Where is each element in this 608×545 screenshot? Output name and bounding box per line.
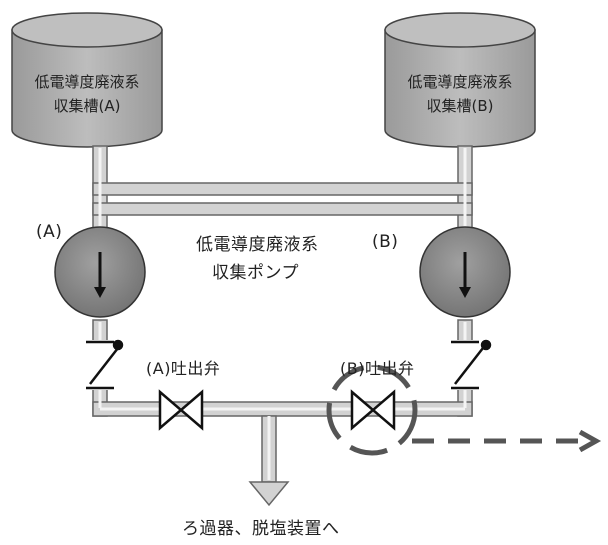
pump-a xyxy=(54,226,146,318)
tank-a-label: 低電導度廃液系 収集槽(A) xyxy=(12,70,162,118)
tank-b-line2: 収集槽(B) xyxy=(426,97,494,115)
destination-arrow xyxy=(248,481,290,507)
valve-a-label: (A)吐出弁 xyxy=(146,359,221,378)
pump-a-label: (A) xyxy=(36,222,63,242)
check-valve-a xyxy=(86,339,124,390)
valve-b-label: (B)吐出弁 xyxy=(340,359,415,378)
tank-a-line1: 低電導度廃液系 xyxy=(34,73,140,91)
pipe-network xyxy=(92,145,473,483)
gate-valve-a xyxy=(158,389,204,431)
pump-title-line1: 低電導度廃液系 xyxy=(196,235,319,255)
tank-b xyxy=(384,12,536,148)
tank-b-label: 低電導度廃液系 収集槽(B) xyxy=(385,70,535,118)
pump-title-line2: 収集ポンプ xyxy=(212,263,299,283)
pump-b xyxy=(419,226,511,318)
valve-b-highlight-circle xyxy=(326,364,418,456)
tank-a-line2: 収集槽(A) xyxy=(53,97,121,115)
tank-b-line1: 低電導度廃液系 xyxy=(407,73,513,91)
destination-label: ろ過器、脱塩装置へ xyxy=(182,519,340,539)
pump-b-label: (B) xyxy=(372,232,399,252)
check-valve-b xyxy=(451,339,492,390)
leak-arrow xyxy=(412,429,602,453)
gate-valve-b xyxy=(350,389,396,431)
tank-a xyxy=(11,12,163,148)
